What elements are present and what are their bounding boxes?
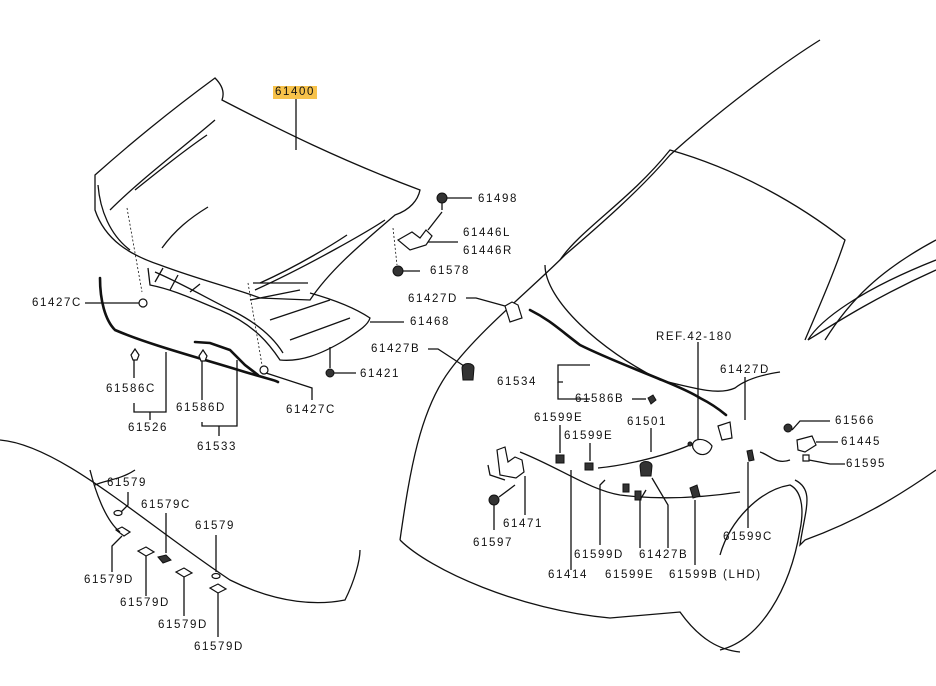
fender-pads-drawing [89, 469, 228, 637]
part-label-61526[interactable]: 61526 [128, 422, 168, 434]
part-label-61534[interactable]: 61534 [497, 376, 537, 388]
part-label-61501[interactable]: 61501 [627, 416, 667, 428]
part-label-61599c[interactable]: 61599C [723, 531, 773, 543]
part-label-61579c[interactable]: 61579C [141, 499, 191, 511]
hinge-drawing [392, 192, 472, 277]
part-label-61471[interactable]: 61471 [503, 518, 543, 530]
part-label-61414[interactable]: 61414 [548, 569, 588, 581]
part-label-61579d-d[interactable]: 61579D [194, 641, 244, 653]
latch-drawing [487, 446, 572, 570]
seal-61533-drawing [193, 340, 313, 436]
insulator-drawing [147, 267, 371, 361]
part-label-61586d[interactable]: 61586D [176, 402, 226, 414]
part-label-61595[interactable]: 61595 [846, 458, 886, 470]
part-label-61599b-lhd[interactable]: 61599B (LHD) [669, 569, 762, 581]
part-label-61586b[interactable]: 61586B [575, 393, 625, 405]
part-label-61427d-right[interactable]: 61427D [720, 364, 770, 376]
part-label-61533[interactable]: 61533 [197, 441, 237, 453]
part-label-61579-a[interactable]: 61579 [107, 477, 147, 489]
part-label-61579-b[interactable]: 61579 [195, 520, 235, 532]
part-label-61421[interactable]: 61421 [360, 368, 400, 380]
part-label-61599e-b[interactable]: 61599E [564, 430, 614, 442]
part-label-61586c[interactable]: 61586C [106, 383, 156, 395]
part-label-61578[interactable]: 61578 [430, 265, 470, 277]
part-label-61599e-c[interactable]: 61599E [605, 569, 655, 581]
part-label-61427d-top[interactable]: 61427D [408, 293, 458, 305]
part-label-61427c-left[interactable]: 61427C [32, 297, 82, 309]
part-label-61400[interactable]: 61400 [273, 86, 317, 99]
part-label-61599e-a[interactable]: 61599E [534, 412, 584, 424]
car-body-drawing [0, 39, 936, 653]
part-label-61427b-left[interactable]: 61427B [371, 343, 421, 355]
part-label-61566[interactable]: 61566 [835, 415, 875, 427]
part-label-61498[interactable]: 61498 [478, 193, 518, 205]
part-label-61427c-bottom[interactable]: 61427C [286, 404, 336, 416]
part-label-61446r[interactable]: 61446R [463, 245, 513, 257]
part-label-61427b-bottom[interactable]: 61427B [639, 549, 689, 561]
part-label-61597[interactable]: 61597 [473, 537, 513, 549]
part-label-61446l[interactable]: 61446L [463, 227, 511, 239]
part-label-61445[interactable]: 61445 [841, 436, 881, 448]
hood-panel-drawing [94, 77, 421, 366]
ref-note-42-180[interactable]: REF.42-180 [656, 331, 733, 343]
part-label-61468[interactable]: 61468 [410, 316, 450, 328]
part-label-61599d[interactable]: 61599D [574, 549, 624, 561]
left-seal-drawing [85, 276, 280, 420]
part-label-61579d-b[interactable]: 61579D [120, 597, 170, 609]
part-label-61579d-a[interactable]: 61579D [84, 574, 134, 586]
part-label-61579d-c[interactable]: 61579D [158, 619, 208, 631]
cable-drawing [519, 425, 791, 501]
